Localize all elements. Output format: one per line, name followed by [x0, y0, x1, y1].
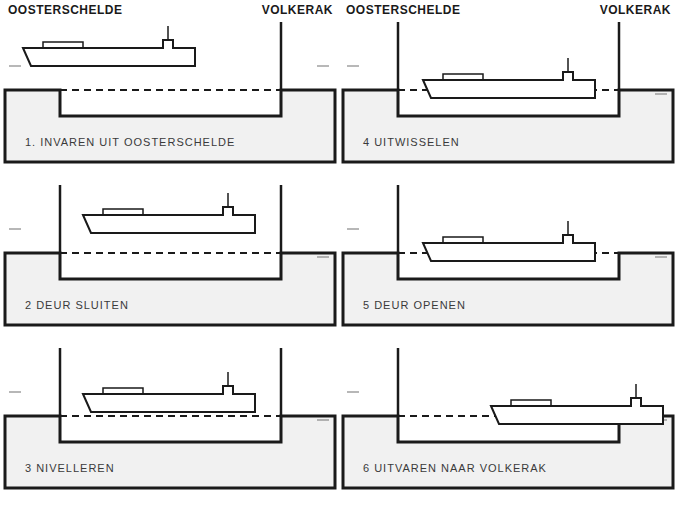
water-mark — [317, 256, 329, 257]
water-name: VOLKERAK — [262, 3, 333, 17]
step-caption: 2 DEUR SLUITEN — [23, 299, 131, 311]
water-mark — [347, 228, 359, 229]
dashed-sill — [60, 415, 281, 417]
water-mark — [655, 93, 667, 94]
ship — [423, 58, 595, 98]
lock-chamber — [5, 90, 335, 162]
dashed-sill — [60, 89, 281, 91]
water-mark — [9, 391, 21, 392]
water-mark — [655, 256, 667, 257]
lock-door — [618, 22, 621, 90]
water-mark — [317, 65, 329, 66]
lock-chamber — [343, 253, 673, 325]
lock-chamber — [343, 416, 673, 488]
step-caption: 1. INVAREN UIT OOSTERSCHELDE — [23, 136, 237, 148]
ship — [83, 372, 255, 412]
dashed-sill — [60, 252, 281, 254]
lock-chamber — [5, 253, 335, 325]
water-mark — [317, 419, 329, 420]
step-caption: 5 DEUR OPENEN — [361, 299, 468, 311]
lock-door — [280, 185, 283, 253]
water-mark — [9, 228, 21, 229]
water-mark — [9, 65, 21, 66]
lock-door — [59, 185, 62, 253]
step-caption: 3 NIVELLEREN — [23, 462, 117, 474]
lock-door — [280, 348, 283, 416]
lock-door — [59, 348, 62, 416]
lock-door — [397, 185, 400, 253]
water-name: VOLKERAK — [600, 3, 671, 17]
water-name: OOSTERSCHELDE — [8, 3, 123, 17]
water-mark — [347, 391, 359, 392]
step-caption: 4 UITWISSELEN — [361, 136, 462, 148]
ship — [23, 26, 195, 66]
ship — [491, 384, 663, 424]
water-name: OOSTERSCHELDE — [346, 3, 461, 17]
ship — [83, 193, 255, 233]
step-caption: 6 UITVAREN NAAR VOLKERAK — [361, 462, 549, 474]
ship — [423, 221, 595, 261]
water-mark — [347, 65, 359, 66]
lock-door — [397, 22, 400, 90]
lock-door — [397, 348, 400, 416]
lock-door — [280, 22, 283, 90]
lock-chamber — [5, 416, 335, 488]
lock-chamber — [343, 90, 673, 162]
